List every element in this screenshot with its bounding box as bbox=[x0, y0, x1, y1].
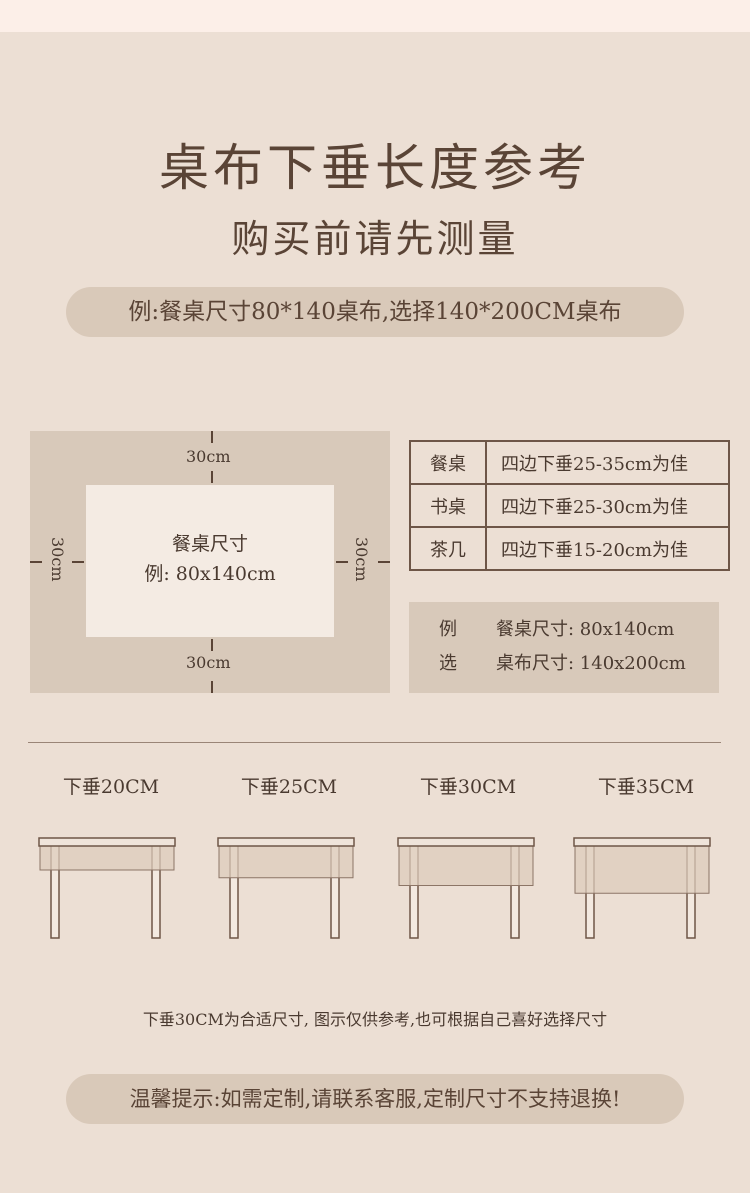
table-drop-desc: 四边下垂25-30cm为佳 bbox=[485, 483, 730, 528]
tablecloth bbox=[574, 839, 710, 894]
example-label: 选 bbox=[439, 653, 457, 674]
top-tick-upper bbox=[211, 431, 213, 443]
table-type: 茶几 bbox=[409, 526, 487, 571]
bottom-tick-lower bbox=[211, 681, 213, 693]
table-top bbox=[573, 837, 711, 847]
table-row: 书桌 四边下垂25-30cm为佳 bbox=[409, 483, 730, 528]
left-tick-inner bbox=[72, 561, 84, 563]
bottom-dimension: 30cm bbox=[186, 653, 231, 672]
table-illustration-35 bbox=[573, 837, 711, 939]
example-row: 例 餐桌尺寸: 80x140cm bbox=[409, 615, 719, 645]
example-text: 餐桌尺寸: 80x140cm bbox=[496, 619, 675, 640]
top-dimension: 30cm bbox=[186, 447, 231, 466]
example-banner: 例:餐桌尺寸80*140桌布,选择140*200CM桌布 bbox=[66, 287, 684, 337]
drop-label-20: 下垂20CM bbox=[62, 776, 160, 798]
table-top bbox=[397, 837, 535, 847]
top-bar bbox=[0, 0, 750, 32]
table-size-box: 餐桌尺寸 例: 80x140cm bbox=[86, 485, 334, 637]
table-drop-desc: 四边下垂15-20cm为佳 bbox=[485, 526, 730, 571]
table-size-example: 例: 80x140cm bbox=[144, 563, 276, 585]
table-illustration-25 bbox=[217, 837, 355, 939]
tablecloth bbox=[398, 839, 534, 886]
bottom-tick-upper bbox=[211, 639, 213, 651]
table-drop-desc: 四边下垂25-35cm为佳 bbox=[485, 440, 730, 485]
table-row: 餐桌 四边下垂25-35cm为佳 bbox=[409, 440, 730, 485]
table-illustration-30 bbox=[397, 837, 535, 939]
right-tick-inner bbox=[336, 561, 348, 563]
left-tick-outer bbox=[30, 561, 42, 563]
left-dimension: 30cm bbox=[48, 537, 67, 582]
table-illustration-20 bbox=[38, 837, 176, 939]
right-dimension: 30cm bbox=[352, 537, 371, 582]
warm-tip-banner: 温馨提示:如需定制,请联系客服,定制尺寸不支持退换! bbox=[66, 1074, 684, 1124]
drop-label-25: 下垂25CM bbox=[240, 776, 338, 798]
table-type: 餐桌 bbox=[409, 440, 487, 485]
drop-spec-table: 餐桌 四边下垂25-35cm为佳 书桌 四边下垂25-30cm为佳 茶几 四边下… bbox=[409, 440, 730, 571]
page-title: 桌布下垂长度参考 bbox=[159, 139, 591, 197]
measurement-diagram: 30cm 30cm 30cm 30cm 餐桌尺寸 例: 80x140cm bbox=[30, 431, 390, 693]
example-text: 桌布尺寸: 140x200cm bbox=[496, 653, 686, 674]
right-tick-outer bbox=[378, 561, 390, 563]
top-tick-lower bbox=[211, 471, 213, 483]
table-row: 茶几 四边下垂15-20cm为佳 bbox=[409, 526, 730, 571]
example-box: 例 餐桌尺寸: 80x140cm 选 桌布尺寸: 140x200cm bbox=[409, 602, 719, 693]
table-top bbox=[217, 837, 355, 847]
example-row: 选 桌布尺寸: 140x200cm bbox=[409, 649, 719, 679]
page-subtitle: 购买前请先测量 bbox=[231, 217, 519, 261]
table-type: 书桌 bbox=[409, 483, 487, 528]
size-note: 下垂30CM为合适尺寸, 图示仅供参考,也可根据自己喜好选择尺寸 bbox=[142, 1010, 608, 1029]
table-size-label: 餐桌尺寸 bbox=[171, 533, 248, 555]
drop-label-30: 下垂30CM bbox=[419, 776, 517, 798]
example-label: 例 bbox=[439, 619, 457, 640]
table-top bbox=[38, 837, 176, 847]
divider bbox=[28, 742, 721, 743]
drop-label-35: 下垂35CM bbox=[597, 776, 695, 798]
